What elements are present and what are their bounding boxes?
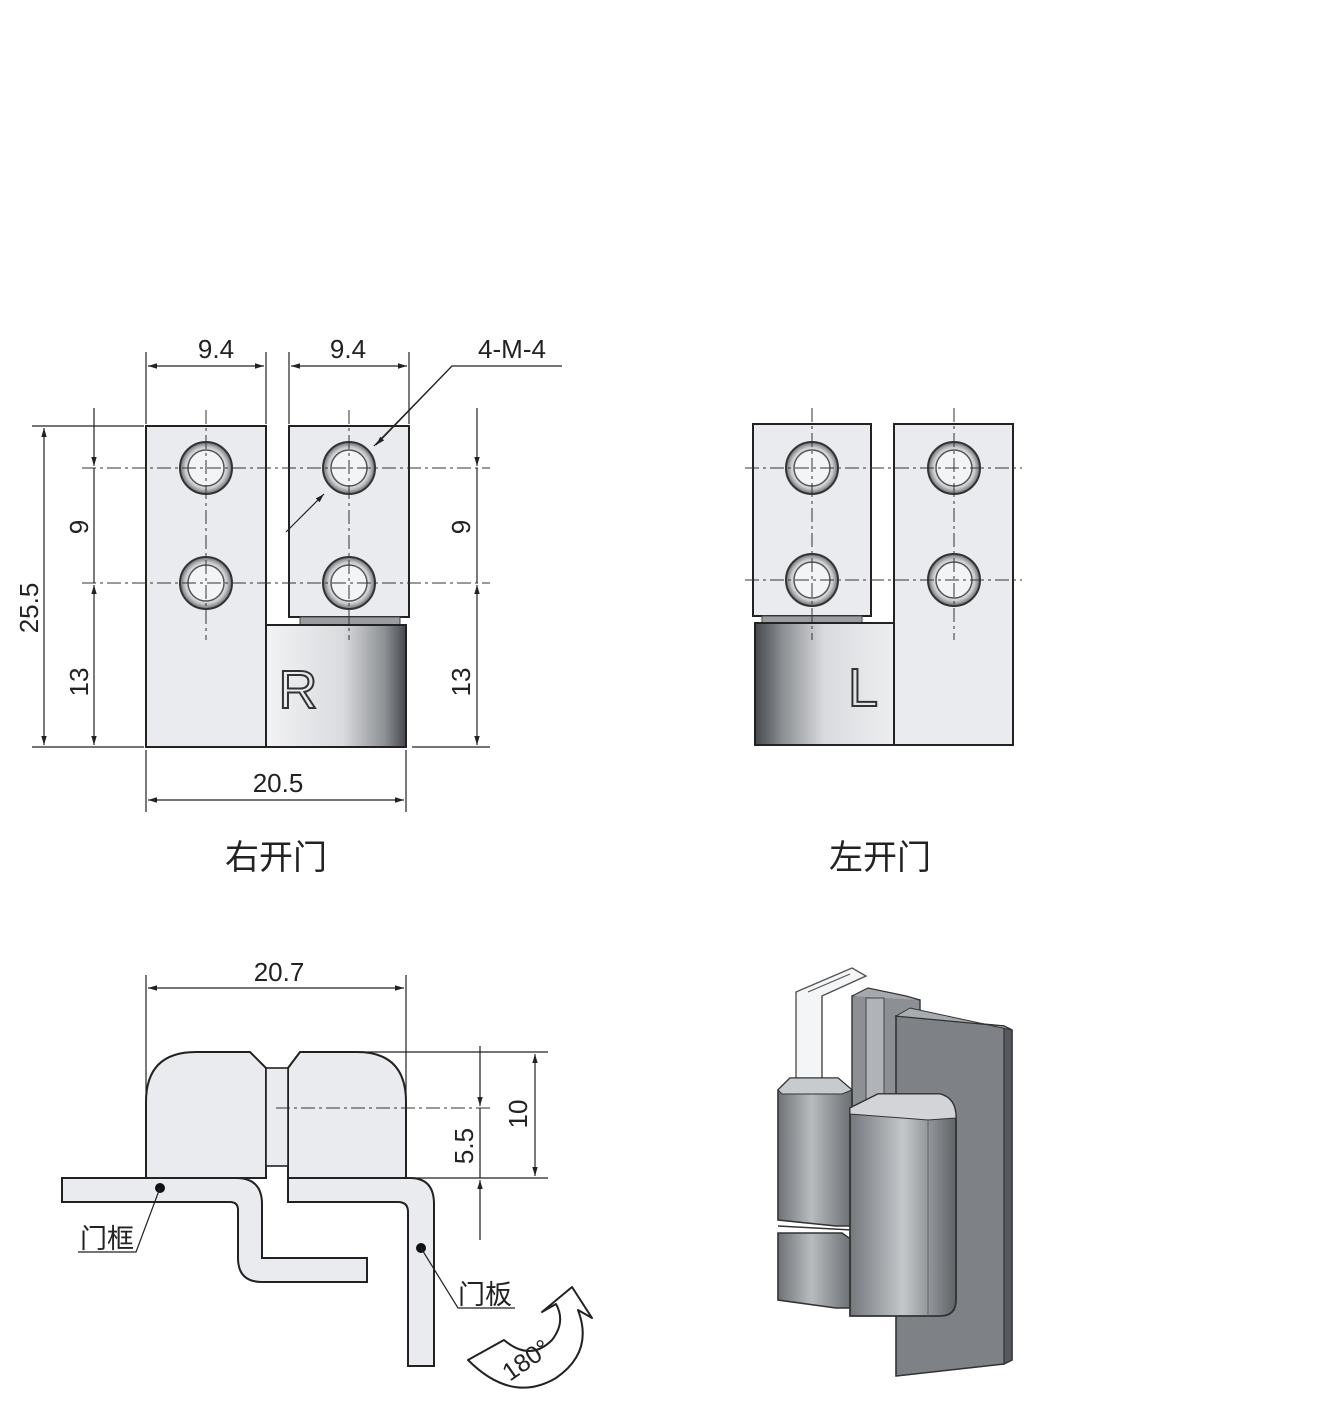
left-view-centerlines	[745, 408, 1022, 640]
section-dim-height: 10	[503, 1100, 533, 1129]
right-view-dim-pitch-left: 9	[64, 520, 94, 534]
right-view-holes	[179, 441, 376, 610]
section-left-knuckle	[145, 1051, 267, 1179]
right-view-extension-lines	[32, 352, 490, 812]
right-view-dim-right-width: 9.4	[330, 334, 366, 364]
left-view-caption: 左开门	[829, 838, 931, 878]
right-view-dim-lower-right: 13	[446, 668, 476, 697]
section-door-frame	[61, 1177, 368, 1283]
section-right-knuckle	[287, 1051, 407, 1179]
right-view-mark: R	[279, 660, 318, 720]
left-door-view: L 左开门	[745, 408, 1022, 878]
right-view-barrel	[265, 624, 407, 748]
section-label-panel: 门板	[458, 1280, 512, 1311]
section-door-panel	[287, 1177, 435, 1367]
right-view-dim-left-width: 9.4	[198, 334, 234, 364]
section-dim-axis-height: 5.5	[449, 1128, 479, 1164]
section-rotation-arrow-icon	[467, 1286, 593, 1389]
left-view-mark: L	[848, 658, 878, 718]
section-pin	[265, 1067, 289, 1167]
iso-lower-knuckle	[777, 1232, 853, 1309]
iso-upper-knuckle	[777, 1077, 853, 1227]
section-label-frame: 门框	[80, 1224, 134, 1255]
right-view-pin-ring	[299, 616, 401, 626]
section-view: 20.7 10 5.5 门框 门板 180°	[61, 957, 593, 1389]
right-view-thread-callout: 4-M-4	[478, 334, 546, 364]
left-view-holes	[785, 441, 981, 607]
right-view-caption: 右开门	[225, 838, 327, 878]
right-door-view: R	[14, 334, 562, 878]
right-view-dim-total-height: 25.5	[14, 583, 44, 634]
right-view-dim-lower-left: 13	[64, 668, 94, 697]
left-view-barrel	[754, 622, 895, 746]
right-view-dim-total-width: 20.5	[253, 768, 304, 798]
right-view-dim-pitch-right: 9	[446, 520, 476, 534]
section-dim-width: 20.7	[254, 957, 305, 987]
iso-view	[777, 967, 1013, 1377]
right-view-centerlines	[82, 410, 490, 640]
iso-front-knuckle	[849, 1093, 957, 1317]
